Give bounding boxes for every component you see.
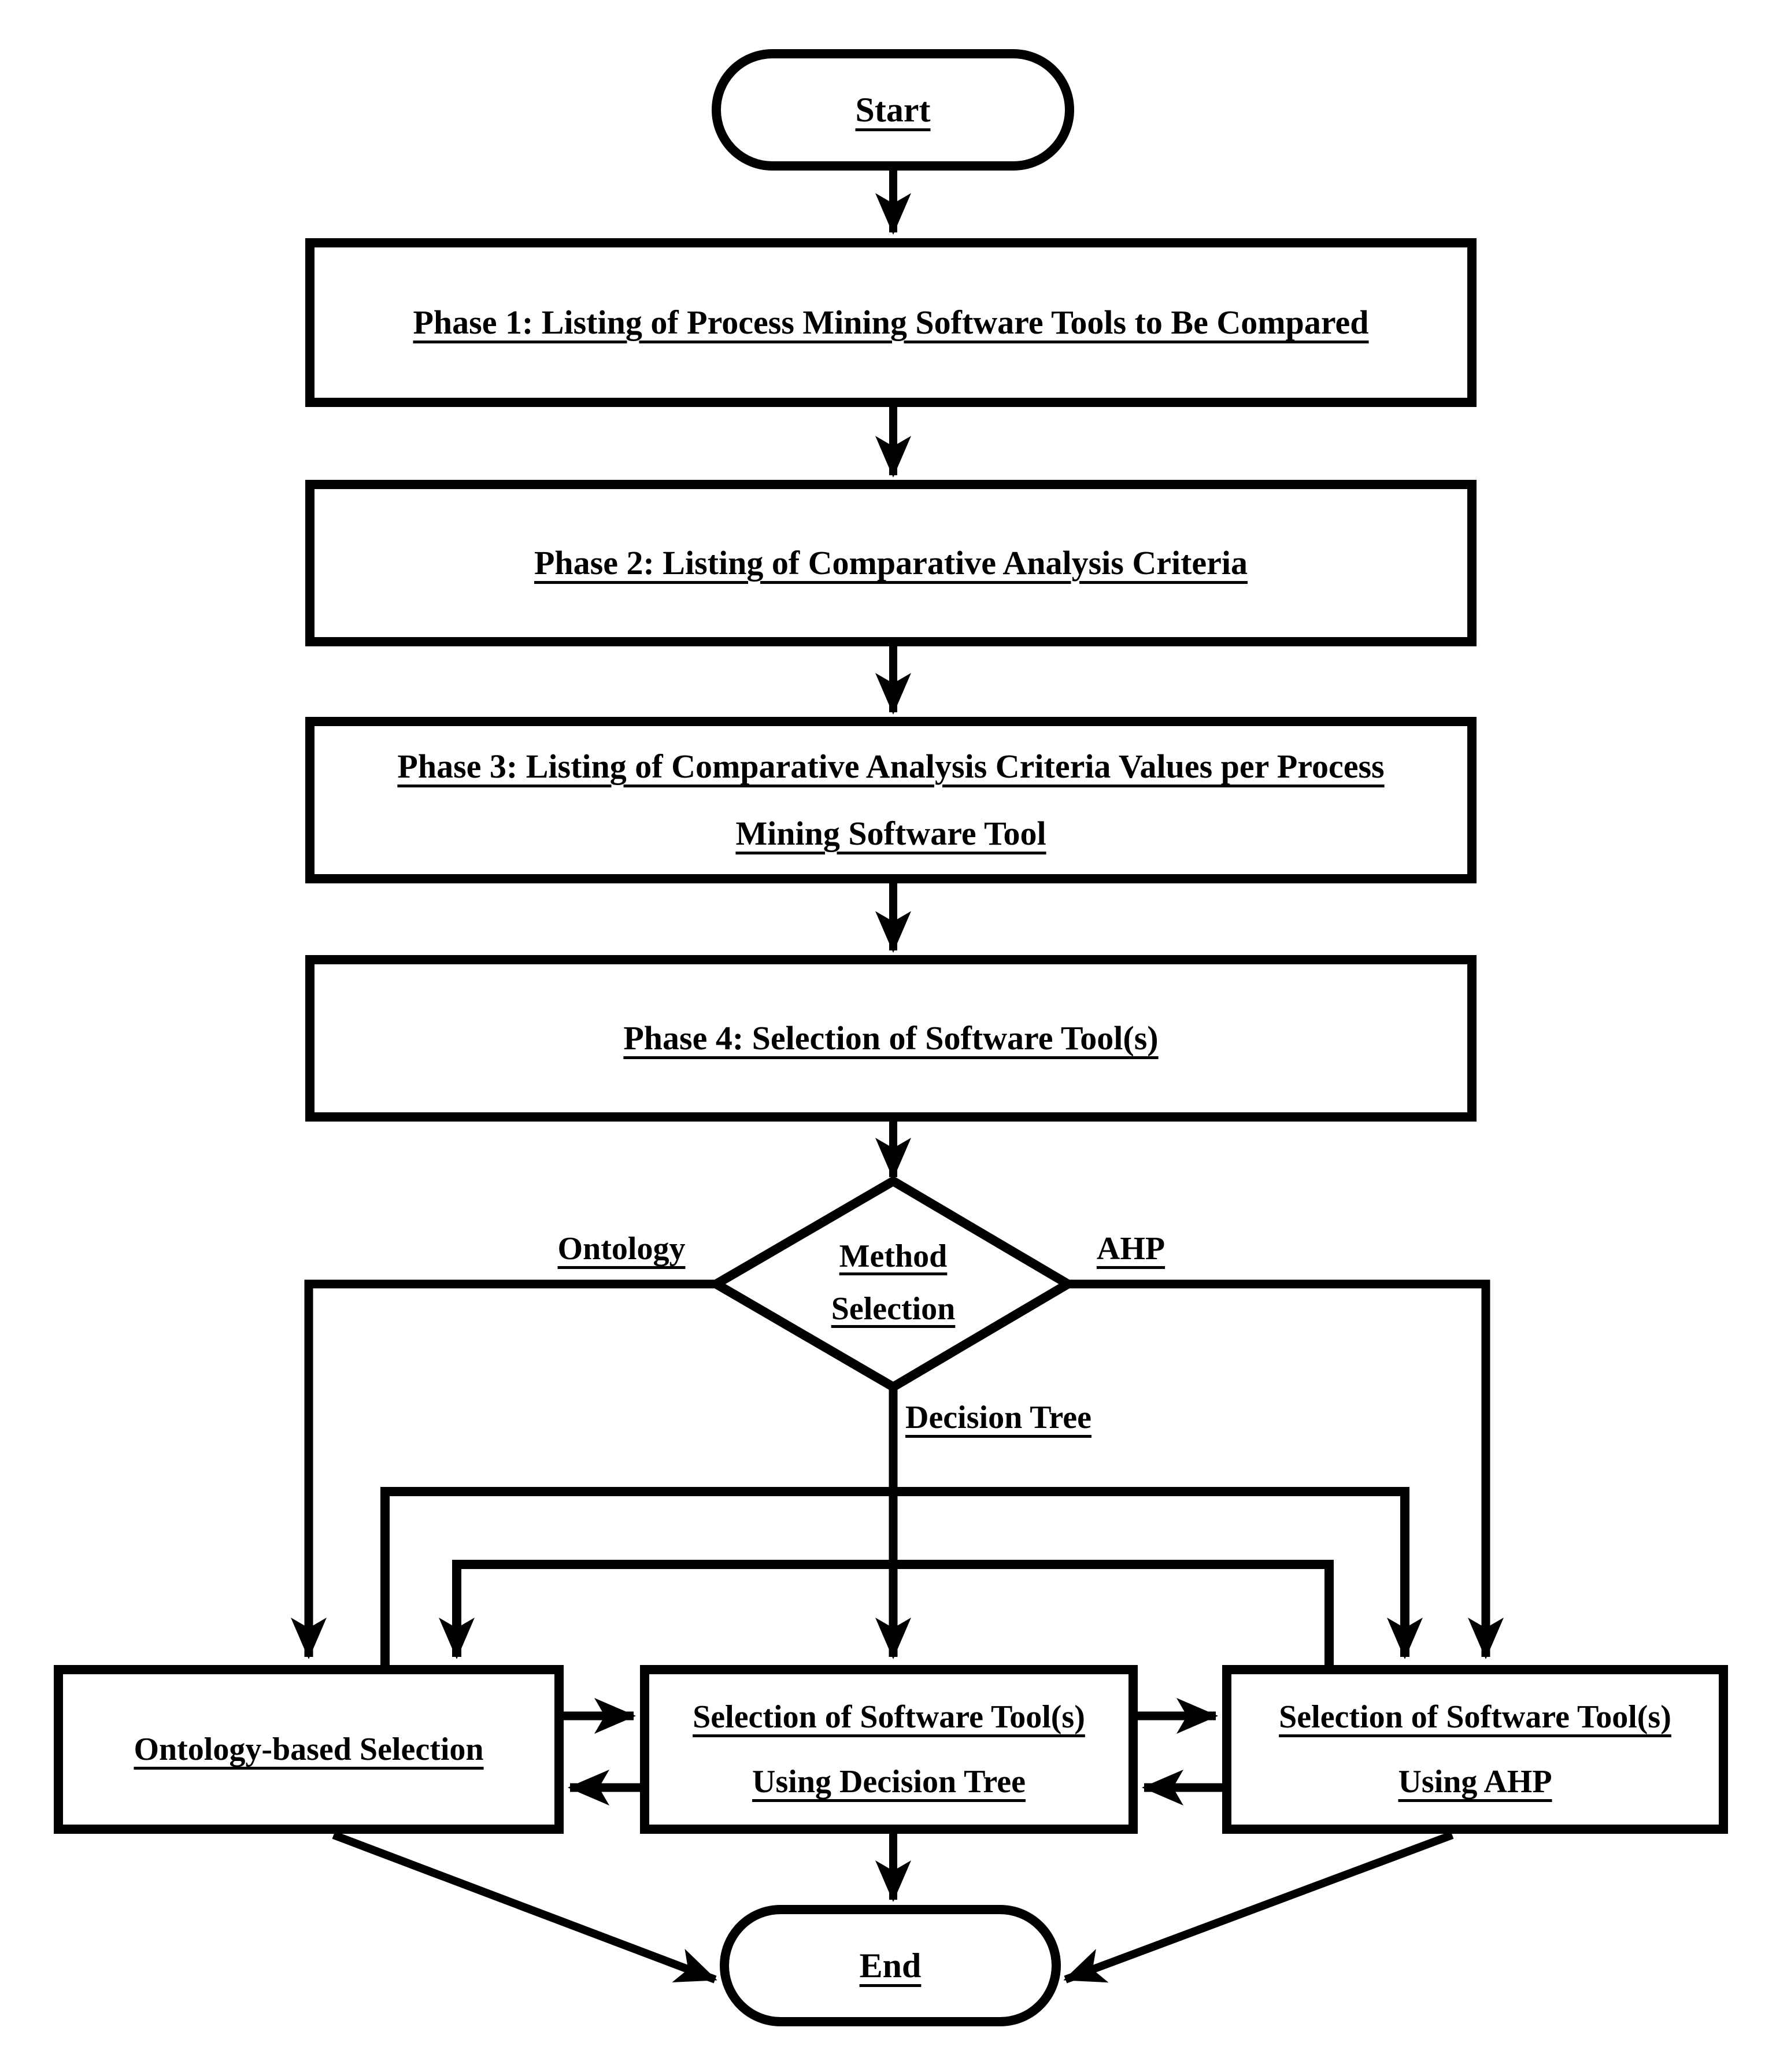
edge-label-ahp: AHP [1096, 1231, 1166, 1267]
phase3-label: Phase 3: Listing of Comparative Analysis… [397, 748, 1385, 852]
phase4-label: Phase 4: Selection of Software Tool(s) [623, 1019, 1159, 1057]
start-label: Start [855, 90, 931, 129]
edge-label-ontology: Ontology [557, 1231, 686, 1267]
edge-label-decision-tree: Decision Tree [905, 1400, 1092, 1435]
phase2-label: Phase 2: Listing of Comparative Analysis… [534, 544, 1248, 582]
node-decision-tree-selection: Selection of Software Tool(s) Using Deci… [640, 1665, 1138, 1834]
method-selection-line2: Selection [831, 1290, 956, 1327]
node-end: End [720, 1905, 1061, 2026]
edge-ahp-to-ontology-bus [439, 1560, 1334, 1667]
node-ontology-selection: Ontology-based Selection [54, 1665, 564, 1834]
end-label: End [859, 1946, 922, 1985]
phase1-label: Phase 1: Listing of Process Mining Softw… [413, 304, 1369, 341]
node-start: Start [712, 49, 1074, 171]
ahp-selection-label: Selection of Software Tool(s) Using AHP [1279, 1699, 1671, 1800]
decision-diamond-shape [707, 1175, 1077, 1393]
edge-ontology-to-ahp-bus [380, 1487, 1423, 1667]
decision-tree-selection-label: Selection of Software Tool(s) Using Deci… [693, 1699, 1085, 1800]
edge-ahp-branch [1068, 1279, 1504, 1659]
edge-ontology-branch [291, 1279, 716, 1659]
ontology-selection-label: Ontology-based Selection [134, 1731, 484, 1767]
node-ahp-selection: Selection of Software Tool(s) Using AHP [1222, 1665, 1728, 1834]
method-selection-line1: Method [839, 1238, 948, 1274]
edge-ahp-to-end [1063, 1831, 1454, 1984]
node-phase2: Phase 2: Listing of Comparative Analysis… [305, 480, 1477, 646]
node-method-selection-label: Method Selection [749, 1230, 1038, 1335]
node-phase4: Phase 4: Selection of Software Tool(s) [305, 955, 1477, 1122]
edge-ontology-to-end [332, 1831, 717, 1984]
node-phase1: Phase 1: Listing of Process Mining Softw… [305, 238, 1477, 407]
node-phase3: Phase 3: Listing of Comparative Analysis… [305, 717, 1477, 883]
